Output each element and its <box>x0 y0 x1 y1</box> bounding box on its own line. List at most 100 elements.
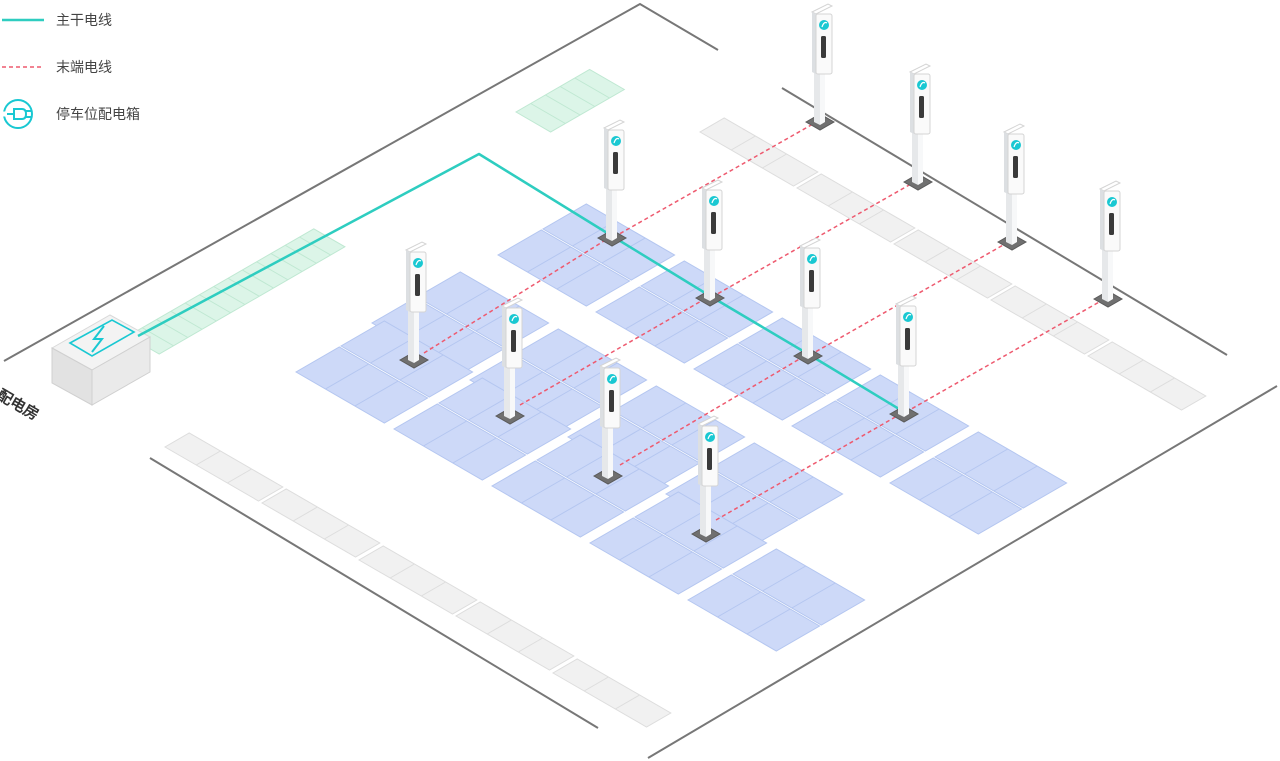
parking-block-area <box>295 346 429 424</box>
stall-divider <box>993 465 1038 492</box>
stall-divider <box>354 380 399 407</box>
leaf-icon <box>807 254 817 264</box>
post-screen <box>613 152 618 174</box>
parking-block-area <box>497 229 631 307</box>
stall-divider <box>619 534 663 561</box>
blue-block-1 <box>595 286 729 364</box>
parking-block-area <box>552 658 672 728</box>
stall-divider <box>195 450 221 466</box>
post-screen <box>905 328 910 350</box>
leaf-icon-mark <box>919 81 926 88</box>
terminal-cable-line <box>711 179 919 298</box>
charging-post <box>398 241 430 369</box>
stall-divider <box>648 551 693 578</box>
terminal-cable-line <box>613 119 821 238</box>
post-head-side <box>1004 132 1008 194</box>
stall-divider <box>797 351 842 378</box>
blue-block-21 <box>589 517 723 595</box>
trunk-line-swatch <box>2 18 44 22</box>
leaf-icon <box>709 196 719 206</box>
distribution-room <box>50 314 152 406</box>
parking-block-area <box>164 432 284 502</box>
trunk-cable <box>137 152 905 414</box>
gray-block-right-4 <box>1087 341 1207 411</box>
stall-divider <box>699 294 744 321</box>
terminal-cable-line <box>423 235 613 354</box>
stall-divider <box>199 294 231 314</box>
stall-divider <box>284 244 317 264</box>
stall-divider <box>242 269 274 289</box>
post-head-side <box>698 424 702 486</box>
blue-block-4 <box>889 457 1023 535</box>
parking-block-area <box>589 517 723 595</box>
gray-block-bottom-0 <box>164 432 284 502</box>
stall-divider <box>746 608 791 635</box>
terminal-cable-line <box>809 239 1013 356</box>
stall-divider <box>521 477 565 504</box>
stall-divider <box>730 135 756 151</box>
stall-divider <box>762 153 787 169</box>
leaf-icon <box>413 258 423 268</box>
leaf-icon <box>903 312 913 322</box>
stall-divider <box>574 77 610 99</box>
stall-divider <box>693 525 738 552</box>
green-parking-strip-end <box>515 68 626 133</box>
post-screen <box>809 270 814 292</box>
leaf-icon-mark <box>613 137 620 144</box>
boundary-wall <box>149 457 599 729</box>
gray-block-bottom-2 <box>358 545 478 615</box>
gray-block-right-3 <box>990 285 1110 355</box>
leaf-icon <box>917 80 927 90</box>
stall-divider <box>550 494 595 521</box>
leaf-icon-mark <box>1013 141 1020 148</box>
charging-post <box>888 295 920 423</box>
stall-divider <box>370 337 414 364</box>
lot-boundary <box>3 2 1278 759</box>
leaf-icon-mark <box>711 197 718 204</box>
post-screen <box>415 274 420 296</box>
stall-divider <box>821 417 865 444</box>
leaf-icon-mark <box>1109 198 1116 205</box>
post-head-top <box>908 63 932 75</box>
post-head-top <box>798 237 822 249</box>
leaf-icon-mark <box>905 313 912 320</box>
blue-block-9 <box>934 431 1068 509</box>
charging-post <box>804 3 836 131</box>
stall-divider <box>859 209 884 225</box>
legend-item-box: 停车位配电箱 <box>0 99 140 129</box>
stall-divider <box>299 236 331 256</box>
stall-divider <box>827 191 853 207</box>
leaf-icon <box>705 432 715 442</box>
stall-divider <box>486 619 512 635</box>
leaf-icon <box>607 374 617 384</box>
charging-post <box>494 297 526 425</box>
post-head-side <box>812 12 816 74</box>
stall-divider <box>924 247 950 263</box>
post-head-side <box>502 306 506 368</box>
post-screen <box>711 212 716 234</box>
parking-block-area <box>595 286 729 364</box>
stall-divider <box>184 302 217 322</box>
stall-divider <box>752 377 797 404</box>
lightning-bolt <box>91 325 105 353</box>
post-screen <box>707 448 712 470</box>
stall-divider <box>919 474 963 501</box>
post-head-side <box>702 188 706 250</box>
stall-divider <box>654 320 699 347</box>
stall-divider <box>423 420 467 447</box>
parking-block-area <box>358 545 478 615</box>
post-head-top <box>1098 180 1122 192</box>
leaf-icon <box>1107 197 1117 207</box>
stall-divider <box>615 694 640 710</box>
boundary-wall <box>3 2 719 362</box>
parking-block-area <box>515 68 626 133</box>
stall-divider <box>791 582 836 609</box>
stall-divider <box>518 637 543 653</box>
stall-divider <box>595 468 640 495</box>
leaf-icon <box>509 314 519 324</box>
stall-divider <box>956 265 981 281</box>
parking-block-area <box>1087 341 1207 411</box>
post-screen <box>821 36 826 58</box>
room-right <box>91 336 151 406</box>
stall-divider <box>1118 359 1144 375</box>
